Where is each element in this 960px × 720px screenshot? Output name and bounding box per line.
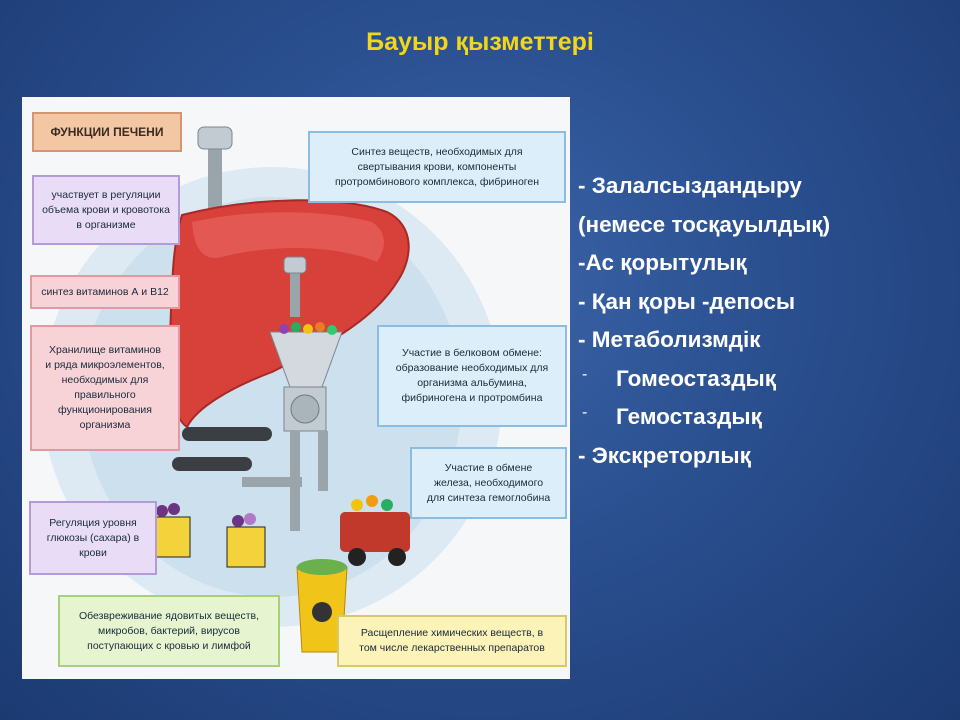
sub-bullet: - [582, 404, 588, 421]
slide-title: Бауыр қызметтері [366, 28, 594, 56]
box-detox: Обезвреживание ядовитых веществ, микробо… [58, 595, 280, 667]
list-item: - Метаболизмдік [578, 327, 761, 352]
box-clotting: Синтез веществ, необходимых для свертыва… [308, 131, 566, 203]
box-chemicals: Расщепление химических веществ, в том чи… [337, 615, 567, 667]
list-item: - Қан қоры -депосы [578, 288, 796, 314]
list-item: - Залалсыздандыру [578, 173, 802, 198]
list-subitem-label: Гемостаздық [616, 404, 762, 429]
box-storage: Хранилище витаминов и ряда микроэлементо… [30, 325, 180, 451]
list-subitem-label: Гомеостаздық [616, 365, 776, 391]
box-glucose: Регуляция уровня глюкозы (сахара) в кров… [29, 501, 157, 575]
box-blood-volume: участвует в регуляции объема крови и кро… [32, 175, 180, 245]
sub-bullet: - [582, 365, 588, 383]
functions-list: - Залалсыздандыру (немесе тосқауылдық) -… [578, 167, 958, 475]
list-item: - Экскреторлық [578, 442, 751, 468]
box-vitamins: синтез витаминов А и B12 [30, 275, 180, 309]
list-subitem: - Гемостаздық [578, 398, 958, 437]
box-iron: Участие в обмене железа, необходимого дл… [410, 447, 567, 519]
liver-functions-illustration: ФУНКЦИИ ПЕЧЕНИ участвует в регуляции объ… [22, 97, 570, 679]
box-protein: Участие в белковом обмене: образование н… [377, 325, 567, 427]
figure-header: ФУНКЦИИ ПЕЧЕНИ [32, 112, 182, 152]
list-item: (немесе тосқауылдық) [578, 211, 831, 237]
list-item: -Ас қорытулық [578, 250, 747, 275]
list-subitem: - Гомеостаздық [578, 360, 958, 399]
